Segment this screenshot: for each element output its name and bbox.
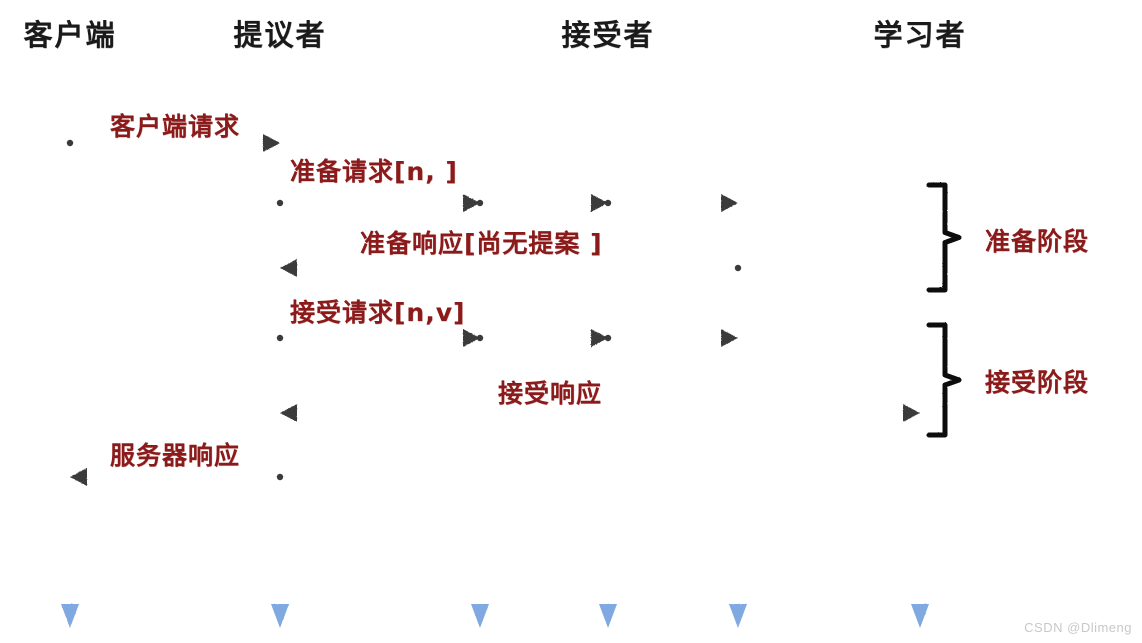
message-label-prepare-request: 准备请求[n, ] xyxy=(290,157,458,186)
actor-label-acceptor2: 接受者 xyxy=(561,18,655,52)
message-label-server-response: 服务器响应 xyxy=(109,441,241,470)
actor-label-proposer: 提议者 xyxy=(233,18,327,52)
message-prepare-request xyxy=(276,194,740,212)
message-accept-request xyxy=(276,329,740,347)
phase-braces-layer xyxy=(926,182,962,438)
lifeline-acceptor3 xyxy=(729,53,747,628)
brace-prepare-phase xyxy=(926,182,962,293)
brace-accept-phase xyxy=(926,322,962,438)
actor-label-client: 客户端 xyxy=(23,18,117,52)
lifeline-client xyxy=(61,53,79,628)
message-label-client-request: 客户端请求 xyxy=(109,112,241,141)
lifeline-acceptor2 xyxy=(599,53,617,628)
lifelines-layer xyxy=(61,53,929,628)
lifeline-proposer xyxy=(271,53,289,628)
actor-label-learner: 学习者 xyxy=(873,18,967,52)
message-client-request xyxy=(66,134,282,152)
message-prepare-response xyxy=(278,259,742,277)
watermark: CSDN @Dlimeng xyxy=(1024,620,1132,635)
message-server-response xyxy=(68,468,284,486)
lifeline-learner xyxy=(911,53,929,628)
lifeline-acceptor1 xyxy=(471,53,489,628)
message-label-prepare-response: 准备响应[尚无提案 ] xyxy=(360,229,603,258)
message-accept-response xyxy=(278,404,922,422)
phase-label-prepare-phase: 准备阶段 xyxy=(985,227,1090,256)
phase-label-accept-phase: 接受阶段 xyxy=(985,368,1090,397)
messages-layer xyxy=(66,134,922,486)
message-label-accept-request: 接受请求[n,v] xyxy=(290,298,466,327)
message-label-accept-response: 接受响应 xyxy=(497,379,603,408)
